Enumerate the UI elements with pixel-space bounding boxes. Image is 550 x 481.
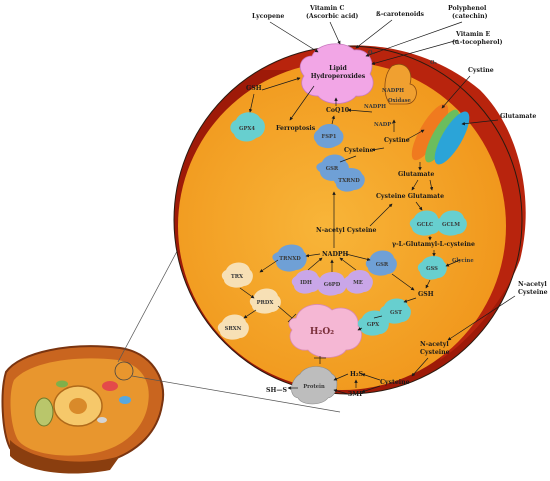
label-lycopene: Lycopene [252, 13, 284, 20]
label-beta-carotenoids: ß-carotenoids [376, 11, 425, 18]
label-sh-s: SH—S [266, 387, 288, 394]
g6pd-protein: G6PD [315, 272, 347, 296]
label-o2-b: O₂ [430, 60, 437, 66]
protein-label: Protein [303, 384, 325, 390]
right-arrows [369, 162, 461, 289]
zoom-line-bottom [131, 375, 341, 413]
gss-protein: GSS [417, 256, 447, 280]
label-3mp: 3MP [348, 391, 364, 398]
label-n-acetyl-outside-2: Cysteine [518, 289, 548, 296]
label-cystine-in: Cystine [384, 137, 410, 144]
gsr-top-label: GSR [326, 166, 339, 172]
lipid-hydroperoxides: Lipid Hydroperoxides [299, 43, 374, 104]
label-n-acetyl-2b: Cysteine [420, 349, 450, 356]
left-cluster-arrows [239, 287, 297, 323]
prdx-protein: PRDX [249, 288, 281, 314]
gpx4-label: GPX4 [239, 126, 255, 132]
gst-label: GST [390, 310, 402, 316]
txrnd-top-protein: TXRND [333, 168, 365, 192]
label-glycine: Glycine [452, 258, 474, 264]
gsh-out-arrows [357, 297, 417, 331]
fsp1-label: FSP1 [322, 134, 337, 140]
label-nadph-center: NADPH [322, 251, 348, 258]
cystine-glutamate-transporter [411, 103, 470, 165]
gclm-protein: GCLM [435, 210, 467, 236]
upper-arrows [248, 77, 425, 163]
idh-label: IDH [300, 280, 312, 286]
gclm-label: GCLM [442, 222, 460, 228]
gsr-mid-protein: GSR [365, 250, 397, 276]
label-gamma-glu-cys: γ-L-Glutamyl-L-cysteine [392, 241, 475, 248]
gsr-mid-label: GSR [376, 262, 389, 268]
antioxidant-arrows [269, 19, 516, 341]
gpx4-protein: GPX4 [230, 112, 265, 142]
label-cysteine-bottom: Cysteine [380, 379, 410, 386]
protein-blob: Protein [291, 366, 338, 405]
label-glutamate-outside: Glutamate [500, 113, 536, 120]
label-h2s: H₂S [350, 371, 364, 378]
zoom-origin-circle [114, 361, 134, 381]
nadph-oxidase-complex [384, 63, 417, 105]
txrnd-top-label: TXRND [338, 178, 360, 184]
label-cystine-outside: Cystine [468, 67, 494, 74]
label-o2-a: O₂ [368, 50, 375, 56]
label-ferroptosis: Ferroptosis [276, 125, 316, 132]
gpx-label: GPX [367, 322, 380, 328]
g6pd-label: G6PD [324, 282, 341, 288]
srxn-label: SRXN [225, 326, 242, 332]
gclc-protein: GCLC [409, 210, 441, 236]
label-n-acetyl-outside-1: N-acetyl [518, 281, 547, 288]
gss-label: GSS [426, 266, 438, 272]
gclc-label: GCLC [417, 222, 433, 228]
small-cell [1, 345, 165, 474]
label-vitamin-e-sub: (α-tocopherol) [452, 39, 503, 46]
label-n-acetyl-2a: N-acetyl [420, 341, 449, 348]
label-cysteine-top: Cysteine [344, 147, 374, 154]
label-gsh-mid: GSH [418, 291, 434, 298]
label-polyphenol: Polyphenol [448, 5, 487, 12]
label-nadp: NADP⁺ [374, 122, 394, 128]
gpx-protein: GPX [357, 310, 389, 336]
idh-protein: IDH [291, 270, 321, 294]
me-protein: ME [343, 270, 373, 294]
label-vitamin-c-sub: (Ascorbic acid) [306, 13, 358, 20]
prdx-label: PRDX [257, 300, 275, 306]
small-cell-mitochondrion [34, 397, 54, 427]
gst-protein: GST [379, 298, 411, 324]
label-gsh-top: GSH [246, 85, 262, 92]
me-label: ME [353, 280, 363, 286]
label-n-acetyl-cysteine: N-acetyl Cysteine [316, 227, 377, 234]
label-nadph-small: NADPH [364, 104, 386, 110]
h2o2-cloud: H₂O₂ [288, 304, 362, 358]
fsp1-protein: FSP1 [313, 124, 344, 149]
label-vitamin-e: Vitamin E [455, 31, 490, 38]
center-arrows [259, 253, 415, 291]
label-oxidase: Oxidase [388, 98, 411, 104]
label-cysteine-glutamate: Cysteine Glutamate [376, 193, 444, 200]
lipid-label-2: Hydroperoxides [311, 73, 366, 80]
label-glutamate-in: Glutamate [398, 171, 434, 178]
label-nadph-membrane: NADPH [382, 88, 404, 94]
label-vitamin-c: Vitamin C [309, 5, 344, 12]
bottom-arrows [287, 356, 429, 395]
lipid-label-1: Lipid [329, 65, 347, 72]
srxn-protein: SRXN [217, 314, 249, 340]
trnd-protein: TRNXD [272, 244, 307, 272]
trx-protein: TRX [221, 262, 253, 288]
label-coq10: CoQ10 [326, 107, 350, 114]
label-polyphenol-sub: (catechin) [452, 13, 488, 20]
trnd-label: TRNXD [279, 256, 301, 262]
h2o2-label: H₂O₂ [310, 327, 334, 337]
trx-label: TRX [231, 274, 244, 280]
